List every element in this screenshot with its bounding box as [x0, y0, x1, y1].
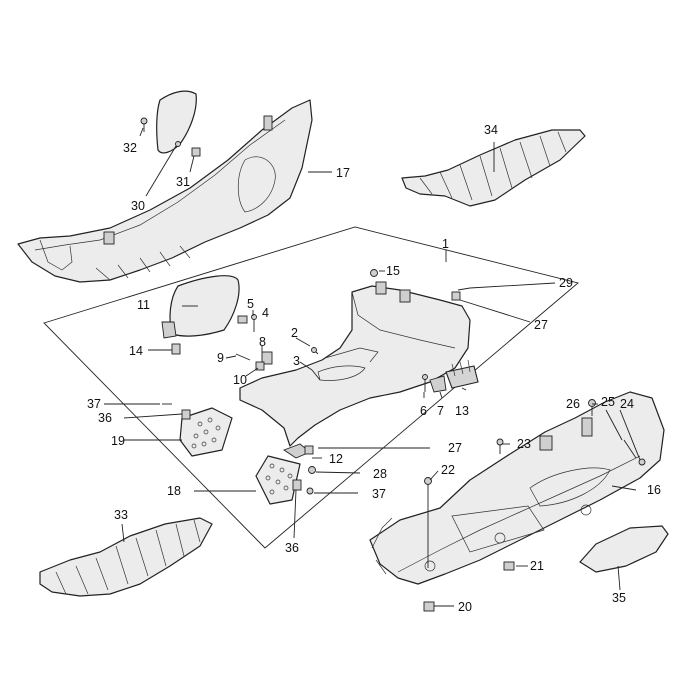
callout-32: 32	[123, 141, 137, 155]
callout-26: 26	[566, 397, 580, 411]
callout-27b: 27	[448, 441, 462, 455]
leader-lines	[104, 127, 641, 607]
callout-27a: 27	[534, 318, 548, 332]
part-4-screw	[251, 314, 257, 332]
callout-30: 30	[131, 199, 145, 213]
callout-23: 23	[517, 437, 531, 451]
callout-12: 12	[329, 452, 343, 466]
callout-35: 35	[612, 591, 626, 605]
callout-14: 14	[129, 344, 143, 358]
callout-25: 25	[601, 395, 615, 409]
callout-11: 11	[137, 298, 150, 312]
part-32-screw	[140, 117, 148, 132]
callout-2: 2	[291, 326, 298, 340]
part-29-screw	[451, 287, 471, 301]
part-27-clip	[304, 445, 314, 455]
callout-21: 21	[530, 559, 544, 573]
callout-37a: 37	[87, 397, 101, 411]
callout-13: 13	[455, 404, 469, 418]
callout-33: 33	[114, 508, 128, 522]
part-17-upper-cover	[17, 99, 313, 283]
callout-36b: 36	[285, 541, 299, 555]
callout-20: 20	[458, 600, 472, 614]
part-23-screw	[496, 438, 504, 454]
callout-17: 17	[336, 166, 350, 180]
callout-22: 22	[441, 463, 455, 477]
callout-4: 4	[262, 306, 269, 320]
callout-16: 16	[647, 483, 661, 497]
part-7-clip	[429, 375, 447, 393]
part-33-side-strip	[39, 517, 213, 597]
callout-36a: 36	[98, 411, 112, 425]
callout-5: 5	[247, 297, 254, 311]
callout-1: 1	[442, 237, 449, 251]
callout-24: 24	[620, 397, 634, 411]
callout-6: 6	[420, 404, 427, 418]
part-36-clip-a	[181, 409, 191, 420]
callout-37b: 37	[372, 487, 386, 501]
part-28-nut	[308, 466, 316, 474]
callout-34: 34	[484, 123, 498, 137]
part-25-bolt	[623, 439, 637, 459]
part-31-clip	[175, 141, 201, 157]
part-36-clip-b	[292, 479, 302, 491]
callout-9: 9	[217, 351, 224, 365]
callout-7: 7	[437, 404, 444, 418]
callout-19: 19	[111, 434, 125, 448]
part-26-screw	[588, 399, 596, 416]
part-6-bolt	[422, 374, 428, 392]
part-15-nut	[370, 269, 378, 277]
part-35-lens	[579, 525, 669, 573]
part-1-center-cover	[239, 281, 471, 447]
part-14-clip	[171, 343, 181, 355]
part-22-bolt	[424, 477, 432, 568]
part-3-screw	[311, 369, 321, 381]
assembly-frame	[43, 226, 579, 549]
callout-29: 29	[559, 276, 573, 290]
callout-31: 31	[176, 175, 190, 189]
part-10-clip	[255, 361, 265, 371]
part-37-screw-b	[306, 487, 314, 495]
callout-18: 18	[167, 484, 181, 498]
part-13-bracket	[445, 359, 479, 389]
part-9-pin	[235, 353, 251, 361]
part-8-spring	[261, 351, 273, 365]
callout-8: 8	[259, 335, 266, 349]
part-16-floor-panel	[369, 391, 665, 585]
part-11-pad	[161, 275, 240, 339]
part-20-nut	[423, 601, 435, 612]
callout-3: 3	[293, 354, 300, 368]
callout-10: 10	[233, 373, 247, 387]
callout-28: 28	[373, 467, 387, 481]
callout-15: 15	[386, 264, 400, 278]
callout-labels: 1 2 3 4 5 6 7 8 9 10 11 12 13 14 15 16 1…	[87, 123, 661, 614]
part-34-side-strip	[401, 129, 586, 207]
part-5-nut	[237, 315, 248, 324]
part-24-nut	[638, 458, 646, 466]
part-21-clip	[503, 561, 515, 571]
part-2-screw	[311, 347, 319, 355]
